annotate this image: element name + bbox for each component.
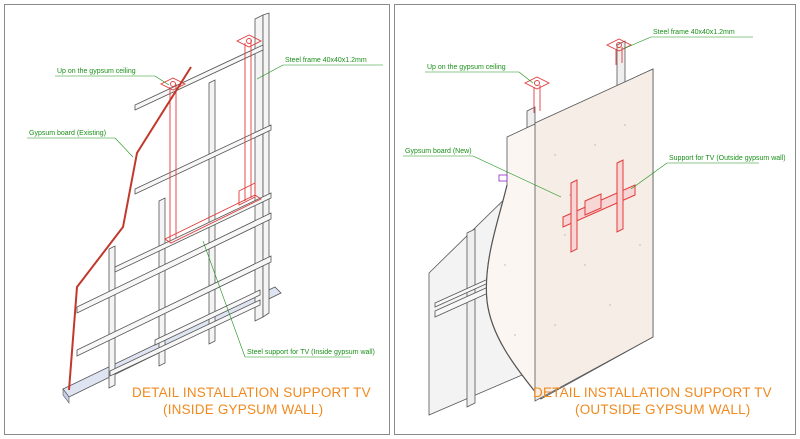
steel-studs [108, 12, 270, 389]
label-ceiling: Up on the gypsum ceiling [427, 64, 506, 71]
panel-outside-wall: Up on the gypsum ceiling Steel frame 40x… [394, 4, 796, 435]
steel-support-inside [164, 40, 262, 244]
title-line-1: DETAIL INSTALLATION SUPPORT TV [132, 385, 371, 400]
gypsum-board-edge [68, 66, 192, 391]
label-steel-frame: Steel frame 40x40x1.2mm [653, 29, 735, 36]
ceiling-plates [523, 38, 633, 113]
drawing-inside-wall: Up on the gypsum ceiling Steel frame 40x… [27, 12, 383, 417]
title-line-2: (INSIDE GYPSUM WALL) [163, 402, 323, 417]
label-gypsum-board: Gypsum board (Existing) [29, 130, 106, 137]
label-steel-frame: Steel frame 40x40x1.2mm [285, 57, 367, 64]
title-line-2: (OUTSIDE GYPSUM WALL) [575, 402, 750, 417]
gypsum-board-outer [534, 68, 654, 402]
edge-clip [498, 174, 508, 182]
drawing-outside-wall: Up on the gypsum ceiling Steel frame 40x… [403, 29, 786, 417]
label-tv-support: Support for TV (Outside gypsum wall) [669, 155, 786, 162]
label-tv-support: Steel support for TV (Inside gypsum wall… [247, 349, 375, 356]
label-ceiling: Up on the gypsum ceiling [57, 68, 136, 75]
board-cut-edge [485, 184, 542, 400]
panel-inside-wall: Up on the gypsum ceiling Steel frame 40x… [4, 4, 390, 435]
steel-noggins [76, 44, 272, 377]
title-line-1: DETAIL INSTALLATION SUPPORT TV [533, 385, 772, 400]
tv-bracket-outside [562, 159, 636, 253]
label-leaders [27, 64, 383, 358]
label-leaders [403, 36, 759, 198]
board-texture [499, 124, 641, 336]
label-gypsum-board: Gypsum board (New) [405, 148, 472, 155]
